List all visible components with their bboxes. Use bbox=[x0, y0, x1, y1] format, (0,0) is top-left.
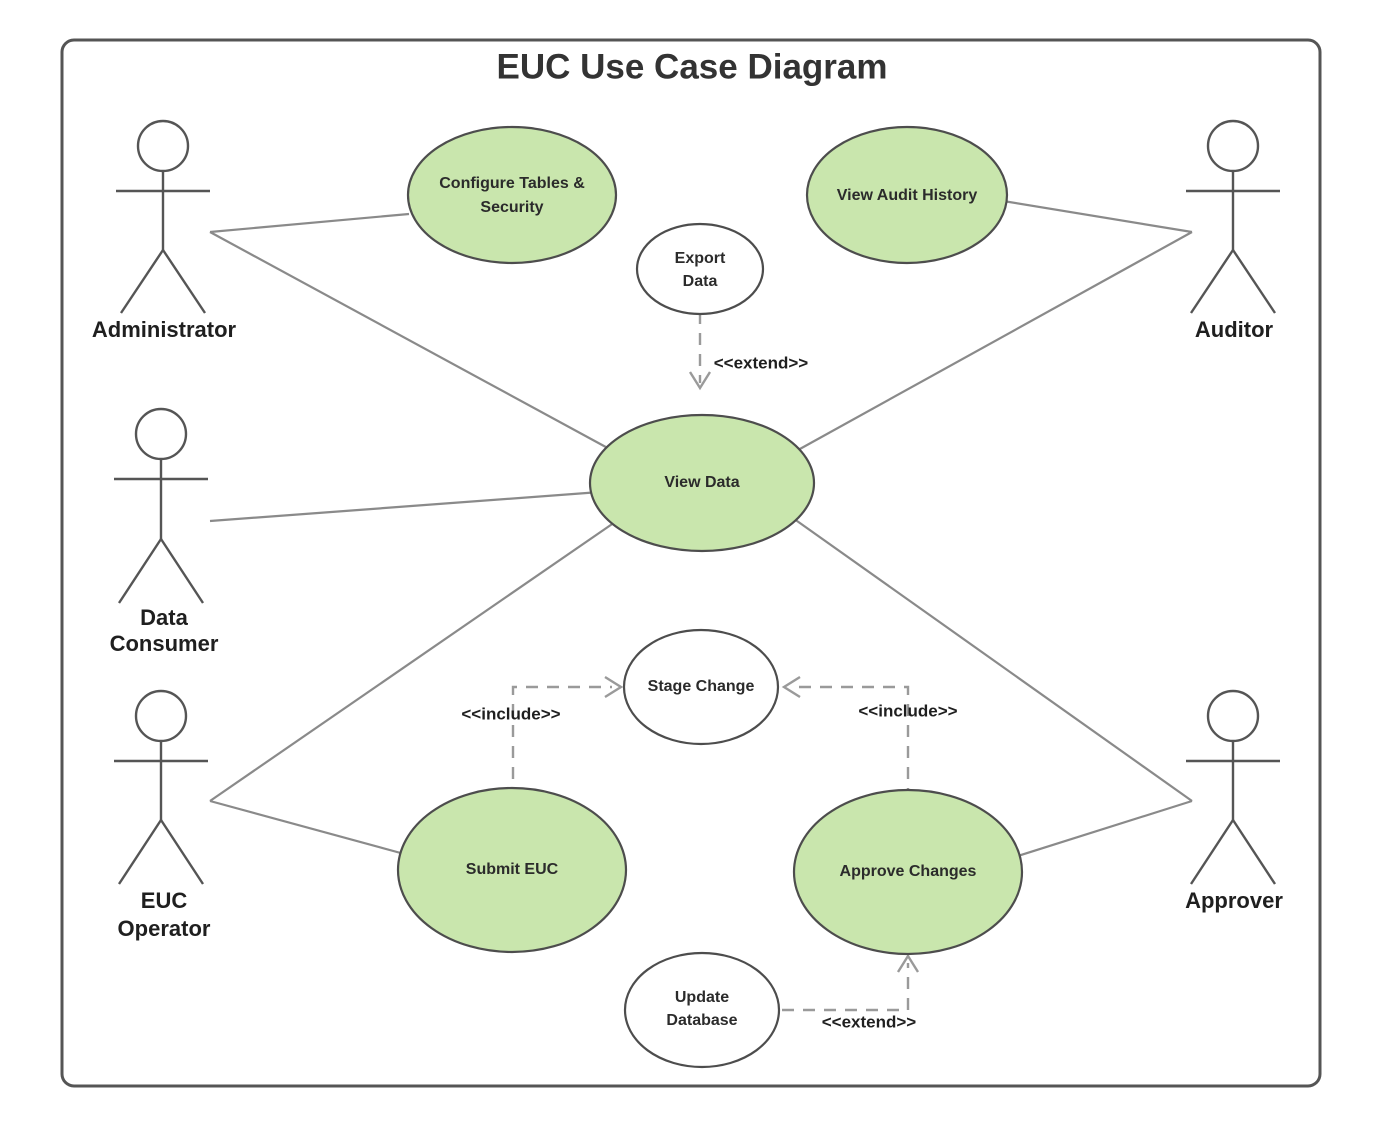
actor-head-icon-data-consumer bbox=[134, 407, 188, 461]
actor-head-icon-auditor bbox=[1206, 119, 1260, 173]
actor-leg-right-euc-operator bbox=[159, 819, 205, 885]
use-case-stage-change[interactable]: Stage Change bbox=[622, 628, 780, 746]
use-case-label-update-database-line1: Update bbox=[675, 989, 729, 1006]
system-boundary-frame bbox=[60, 38, 1322, 1088]
use-case-ellipse-configure-tables-security[interactable] bbox=[406, 125, 618, 265]
actor-leg-right-administrator bbox=[162, 249, 206, 314]
use-case-label-view-data: View Data bbox=[664, 474, 739, 491]
actor-label-data-consumer-line2: Consumer bbox=[110, 631, 219, 656]
use-case-ellipse-approve-changes[interactable] bbox=[792, 788, 1024, 956]
assoc-data-consumer-view-data bbox=[209, 490, 601, 523]
actor-approver[interactable]: Approver bbox=[1185, 689, 1283, 913]
dep-line-submit-include bbox=[511, 685, 612, 800]
use-case-label-submit-euc: Submit EUC bbox=[466, 861, 559, 878]
actor-auditor[interactable]: Auditor bbox=[1186, 119, 1280, 342]
actor-euc-operator[interactable]: EUC Operator bbox=[114, 689, 211, 941]
dep-arrowhead-export-extend bbox=[688, 371, 712, 391]
assoc-administrator-configure-tables-security bbox=[209, 212, 410, 234]
stereotype-extend-bottom: <<extend>> bbox=[822, 1012, 917, 1031]
use-case-configure-tables-security[interactable]: Configure Tables & Security bbox=[406, 125, 618, 265]
dependency-approve-includes-stage-change: <<include>> bbox=[781, 675, 958, 800]
use-case-label-view-audit-history: View Audit History bbox=[837, 187, 978, 204]
assoc-approver-approve-changes bbox=[1001, 799, 1193, 863]
dep-line-update-extend bbox=[782, 963, 910, 1012]
association-lines bbox=[209, 199, 1193, 863]
actor-label-euc-operator-line2: Operator bbox=[118, 916, 211, 941]
stereotype-include-right: <<include>> bbox=[858, 701, 957, 720]
actor-leg-left-auditor bbox=[1190, 249, 1234, 314]
dependency-export-extends-view-data: <<extend>> bbox=[688, 312, 809, 391]
actor-label-approver: Approver bbox=[1185, 888, 1283, 913]
actor-leg-right-approver bbox=[1231, 819, 1277, 885]
actor-leg-left-administrator bbox=[120, 249, 164, 314]
use-case-label-export-data-line2: Data bbox=[683, 273, 718, 290]
use-case-view-audit-history[interactable]: View Audit History bbox=[805, 125, 1009, 265]
dependency-update-db-extends-approve: <<extend>> bbox=[782, 953, 920, 1031]
assoc-approver-view-data bbox=[789, 515, 1193, 802]
use-case-label-configure-tables-security-line2: Security bbox=[480, 199, 543, 216]
assoc-euc-operator-submit-euc bbox=[209, 799, 409, 857]
use-case-ellipse-view-data[interactable] bbox=[588, 413, 816, 553]
actor-leg-left-euc-operator bbox=[117, 819, 163, 885]
dependency-submit-includes-stage-change: <<include>> bbox=[461, 675, 624, 800]
use-case-ellipse-stage-change[interactable] bbox=[622, 628, 780, 746]
dep-arrowhead-approve-include bbox=[781, 675, 801, 699]
actor-administrator[interactable]: Administrator bbox=[92, 119, 237, 342]
use-case-label-update-database-line2: Database bbox=[666, 1012, 737, 1029]
dep-line-approve-include bbox=[793, 685, 910, 800]
actor-label-data-consumer-line1: Data bbox=[140, 605, 188, 630]
use-case-submit-euc[interactable]: Submit EUC bbox=[396, 786, 628, 954]
actor-label-auditor: Auditor bbox=[1195, 317, 1274, 342]
stereotype-extend-top: <<extend>> bbox=[714, 353, 809, 372]
stereotype-include-left: <<include>> bbox=[461, 704, 560, 723]
use-case-ellipse-export-data[interactable] bbox=[635, 222, 765, 316]
use-case-label-stage-change: Stage Change bbox=[648, 678, 755, 695]
assoc-auditor-view-data bbox=[788, 231, 1193, 456]
use-case-ellipse-view-audit-history[interactable] bbox=[805, 125, 1009, 265]
use-case-label-configure-tables-security-line1: Configure Tables & bbox=[439, 175, 585, 192]
assoc-auditor-view-audit-history bbox=[1002, 199, 1193, 234]
actor-leg-right-auditor bbox=[1232, 249, 1276, 314]
actor-head-icon-approver bbox=[1206, 689, 1260, 743]
use-case-ellipse-update-database[interactable] bbox=[623, 951, 781, 1069]
actor-leg-left-approver bbox=[1189, 819, 1235, 885]
page-title: EUC Use Case Diagram bbox=[497, 47, 888, 86]
actor-data-consumer[interactable]: Data Consumer bbox=[110, 407, 219, 656]
use-case-ellipse-submit-euc[interactable] bbox=[396, 786, 628, 954]
assoc-administrator-view-data bbox=[209, 231, 616, 453]
actor-label-euc-operator-line1: EUC bbox=[141, 888, 188, 913]
actor-head-icon-administrator bbox=[136, 119, 190, 173]
use-case-update-database[interactable]: Update Database bbox=[623, 951, 781, 1069]
dep-arrowhead-submit-include bbox=[604, 675, 624, 699]
actor-leg-right-data-consumer bbox=[159, 538, 205, 604]
use-case-label-approve-changes: Approve Changes bbox=[840, 863, 977, 880]
use-case-view-data[interactable]: View Data bbox=[588, 413, 816, 553]
use-case-label-export-data-line1: Export bbox=[675, 250, 726, 267]
assoc-euc-operator-view-data bbox=[209, 519, 619, 802]
use-case-export-data[interactable]: Export Data bbox=[635, 222, 765, 316]
dep-arrowhead-update-extend bbox=[896, 953, 920, 973]
actor-leg-left-data-consumer bbox=[117, 538, 163, 604]
actor-head-icon-euc-operator bbox=[134, 689, 188, 743]
actor-label-administrator: Administrator bbox=[92, 317, 237, 342]
use-case-approve-changes[interactable]: Approve Changes bbox=[792, 788, 1024, 956]
